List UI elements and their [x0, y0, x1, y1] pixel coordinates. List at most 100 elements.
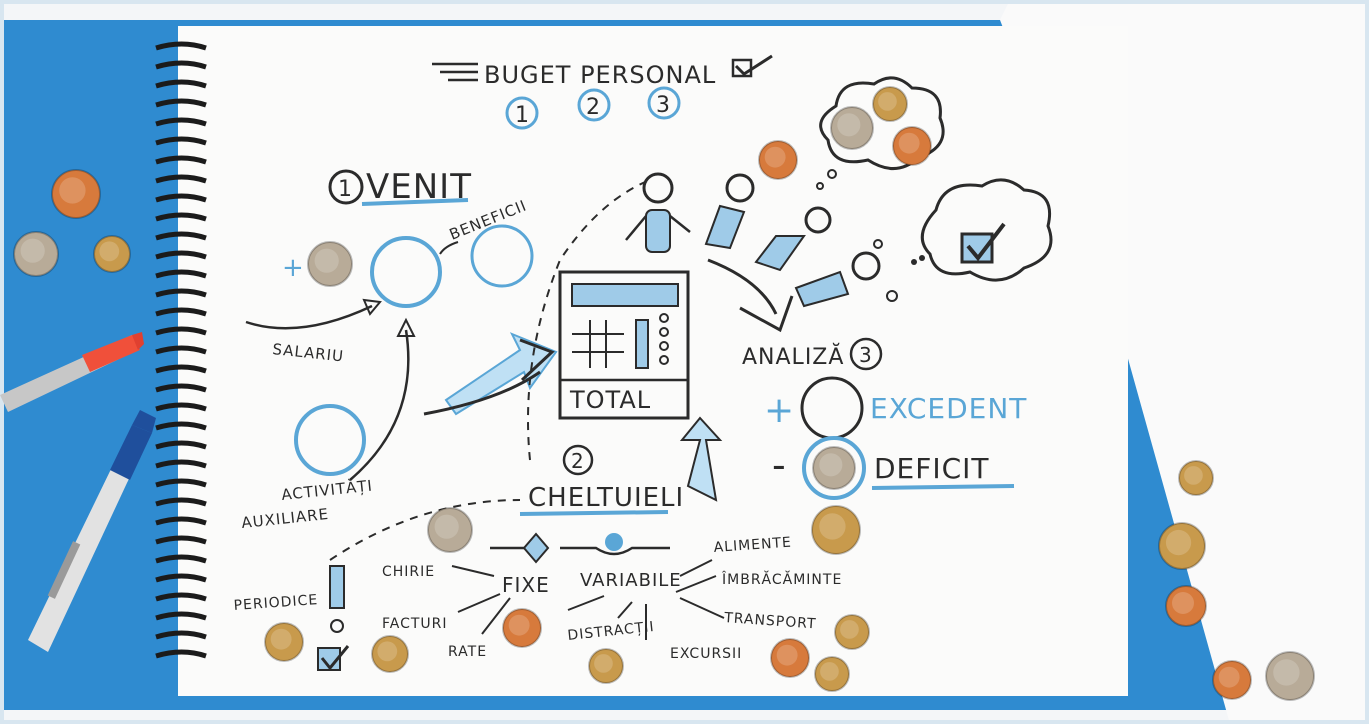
spiral-ring [155, 98, 207, 108]
spiral-ring [155, 459, 207, 469]
analiza-label: ANALIZĂ [742, 343, 844, 370]
coin [1158, 522, 1206, 570]
spiral-ring [155, 117, 207, 127]
coin-highlight [764, 146, 786, 168]
deficit-circle [802, 436, 866, 500]
coin-highlight [434, 514, 459, 539]
spiral-ring [155, 478, 207, 488]
coin [834, 614, 870, 650]
deficit-sign: - [772, 443, 787, 487]
spiral-ring [155, 79, 207, 89]
red-marker-pen [0, 332, 144, 412]
spiral-ring [155, 41, 207, 51]
small-checkmark-icon [320, 645, 350, 671]
cheltuieli-number: 2 [571, 449, 585, 473]
coin [1178, 460, 1214, 496]
coin [830, 106, 874, 150]
spiral-binding [155, 41, 207, 659]
facturi-label: FACTURI [382, 616, 448, 632]
coin [812, 446, 856, 490]
spiral-ring [155, 592, 207, 602]
spiral-ring [155, 269, 207, 279]
venit-circle [370, 236, 442, 308]
chirie-label: CHIRIE [382, 564, 435, 580]
coin [588, 648, 624, 684]
cheltuieli-label: CHELTUIELI [528, 483, 684, 513]
deficit-label: DEFICIT [874, 452, 990, 485]
alimente-label: ALIMENTE [713, 535, 792, 556]
step-indicators: 1 2 3 [505, 86, 681, 130]
rate-label: RATE [448, 644, 487, 660]
coin [427, 507, 473, 553]
coin [892, 126, 932, 166]
spiral-ring [155, 174, 207, 184]
spiral-ring [155, 136, 207, 146]
coin-highlight [1273, 659, 1300, 686]
step-3: 3 [656, 93, 671, 118]
title-group: BUGET PERSONAL [432, 54, 773, 89]
coin [13, 231, 59, 277]
coin [502, 608, 542, 648]
total-label: TOTAL [569, 386, 651, 414]
spiral-ring [155, 630, 207, 640]
coin [770, 638, 810, 678]
coin-highlight [270, 628, 292, 650]
coin-highlight [594, 654, 613, 673]
spiral-ring [155, 383, 207, 393]
coin [814, 656, 850, 692]
spiral-ring [155, 516, 207, 526]
coin [264, 622, 304, 662]
coin [1265, 651, 1315, 701]
coin [371, 635, 409, 673]
spiral-ring [155, 231, 207, 241]
blue-marker-pen [28, 410, 156, 652]
coin-highlight [898, 132, 920, 154]
spiral-ring [155, 402, 207, 412]
stick-figures [625, 172, 898, 308]
coin-highlight [59, 177, 86, 204]
spiral-ring [155, 288, 207, 298]
thought-cloud-top [816, 76, 945, 190]
spiral-ring [155, 497, 207, 507]
spiral-ring [155, 554, 207, 564]
spiral-ring [155, 193, 207, 203]
page-title: BUGET PERSONAL [484, 61, 716, 89]
coin-highlight [819, 453, 843, 477]
coin-highlight [508, 614, 530, 636]
spiral-ring [155, 573, 207, 583]
coin [307, 241, 353, 287]
plus-sign: + [282, 253, 305, 283]
transport-label: TRANSPORT [723, 610, 817, 632]
coin-highlight [1218, 666, 1240, 688]
coin-highlight [820, 662, 839, 681]
coin-highlight [1184, 466, 1203, 485]
activitati-circle [294, 404, 366, 476]
coin-highlight [878, 92, 897, 111]
coin-highlight [837, 113, 861, 137]
coin [811, 505, 861, 555]
excursii-label: EXCURSII [670, 646, 742, 662]
total-sheet: TOTAL [558, 270, 690, 420]
coin-highlight [377, 641, 398, 662]
spiral-ring [155, 250, 207, 260]
spiral-ring [155, 440, 207, 450]
step-2: 2 [586, 95, 601, 120]
spiral-ring [155, 212, 207, 222]
coin [1165, 585, 1207, 627]
beneficii-circle [470, 224, 534, 288]
periodice-label: PERIODICE [233, 592, 319, 614]
coin-highlight [1172, 592, 1194, 614]
excedent-label: EXCEDENT [870, 392, 1027, 425]
coin-highlight [776, 644, 798, 666]
spiral-ring [155, 611, 207, 621]
variabile-label: VARIABILE [580, 570, 682, 591]
analiza-section: ANALIZĂ 3 + EXCEDENT - DEFICIT [742, 337, 1027, 500]
coin-highlight [840, 620, 859, 639]
coin-highlight [819, 513, 846, 540]
spiral-ring [155, 345, 207, 355]
spiral-ring [155, 364, 207, 374]
coin [93, 235, 131, 273]
coin [1212, 660, 1252, 700]
